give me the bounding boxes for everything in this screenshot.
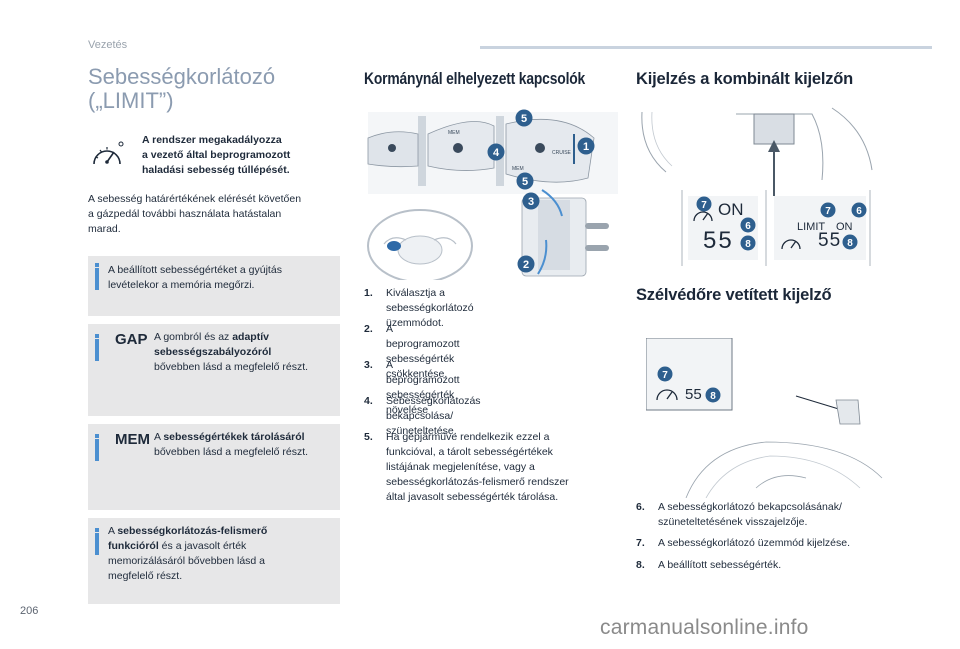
callout-badge: 3	[522, 192, 540, 210]
speed-limiter-icon	[93, 141, 124, 165]
stalk-label: CRUISE	[552, 150, 572, 156]
callout-badge: 2	[517, 255, 535, 273]
stalk-label: MEM	[448, 130, 460, 136]
info-box-recognition: A sebességkorlátozás-felismerő funkcióró…	[88, 518, 340, 604]
hud-display-title: Szélvédőre vetített kijelző	[636, 286, 832, 304]
svg-text:8: 8	[745, 239, 751, 250]
page-number: 206	[20, 605, 39, 617]
page-title: Sebességkorlátozó („LIMIT”)	[88, 65, 275, 113]
watermark: carmanualsonline.info	[600, 616, 809, 639]
set-speed-value: 55	[818, 230, 842, 251]
info-box-mem: MEM A sebességértékek tárolásáról bővebb…	[88, 424, 340, 510]
callout-badge: 8	[705, 387, 721, 403]
section-header: Vezetés	[88, 39, 128, 51]
speed-limiter-icon	[656, 389, 678, 401]
svg-text:3: 3	[528, 196, 534, 208]
steering-controls-illustration: MEM CRUISE MEM	[367, 112, 618, 280]
callout-badge: 5	[516, 172, 534, 190]
svg-text:5: 5	[522, 176, 528, 188]
gap-label: GAP	[115, 331, 148, 348]
callout-badge: 8	[740, 235, 756, 251]
cluster-display-title: Kijelzés a kombinált kijelzőn	[636, 70, 854, 88]
svg-text:7: 7	[825, 206, 831, 217]
mem-label: MEM	[115, 431, 150, 448]
callout-badge: 5	[515, 109, 533, 127]
info-icon	[95, 439, 99, 461]
title-line-2: („LIMIT”)	[88, 88, 174, 113]
speed-limiter-icon	[693, 211, 713, 222]
set-speed-value: 55	[703, 227, 734, 254]
callout-badge: 8	[842, 234, 858, 250]
info-box-memory: A beállított sebességértéket a gyújtás l…	[88, 256, 340, 316]
callout-badge: 7	[820, 202, 836, 218]
limiter-status-on: ON	[718, 200, 744, 219]
info-icon	[95, 533, 99, 555]
svg-text:6: 6	[745, 221, 751, 232]
svg-text:7: 7	[662, 370, 668, 381]
controls-title: Kormánynál elhelyezett kapcsolók	[364, 70, 586, 88]
svg-text:8: 8	[710, 391, 716, 402]
callout-badge: 6	[740, 217, 756, 233]
info-icon	[95, 268, 99, 290]
svg-text:2: 2	[523, 259, 529, 271]
callout-badge: 7	[657, 366, 673, 382]
warning-text: A rendszer megakadályozza a vezető által…	[142, 134, 291, 176]
header-rule	[480, 46, 932, 49]
info-icon	[95, 339, 99, 361]
limiter-status-on: ON	[836, 221, 853, 233]
stalk-label: MEM	[512, 166, 524, 172]
svg-text:5: 5	[521, 113, 527, 125]
head-up-display-illustration	[646, 338, 883, 498]
callout-badge: 6	[851, 202, 867, 218]
svg-text:1: 1	[583, 141, 589, 153]
info-box-gap: GAP A gombról és az adaptív sebességszab…	[88, 324, 340, 416]
callout-badge: 4	[487, 143, 505, 161]
display-list: 6. A sebességkorlátozó bekapcsolásának/s…	[636, 501, 851, 571]
intro-paragraph: A sebesség határértékének elérését követ…	[88, 193, 302, 235]
limit-label: LIMIT	[797, 221, 826, 233]
callout-badge: 1	[577, 137, 595, 155]
hud-speed-value: 55	[685, 386, 702, 403]
svg-text:8: 8	[847, 238, 853, 249]
svg-text:4: 4	[493, 147, 500, 159]
svg-text:6: 6	[856, 206, 862, 217]
title-line-1: Sebességkorlátozó	[88, 64, 276, 89]
callout-badge: 7	[696, 196, 712, 212]
svg-text:7: 7	[701, 200, 707, 211]
speed-limiter-icon	[781, 239, 801, 250]
